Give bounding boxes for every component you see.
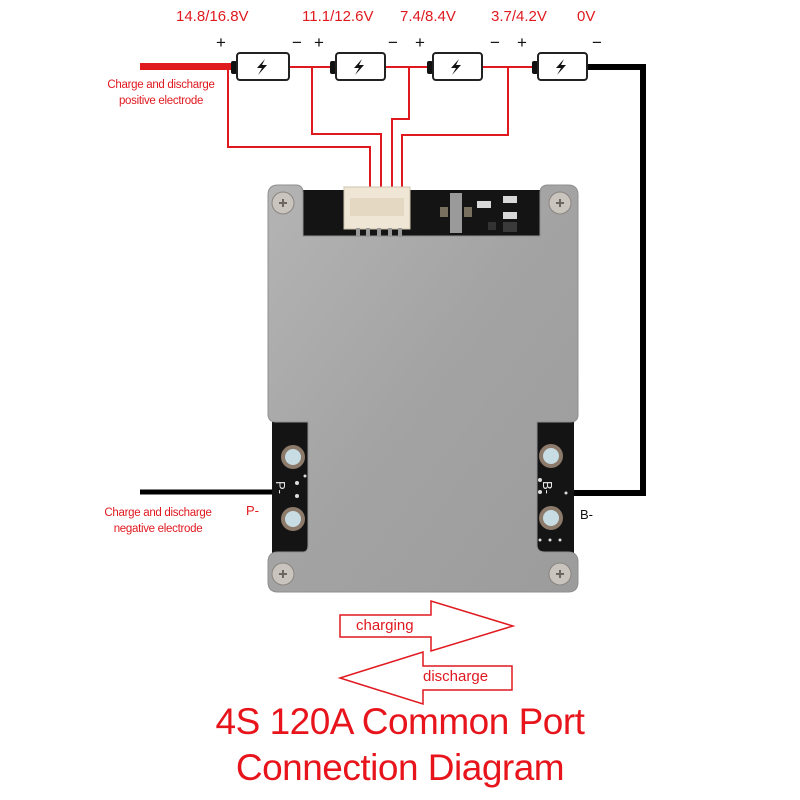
- cell-2-plus: +: [314, 33, 324, 52]
- battery-cell-3: [427, 52, 483, 81]
- diagram-title-line-1: 4S 120A Common Port: [215, 701, 585, 742]
- positive-lead-wire: [140, 63, 235, 70]
- negative-electrode-label: Charge and discharge negative electrode: [88, 505, 228, 537]
- screw-top-right: [548, 191, 572, 215]
- p-minus-terminal-pads: [281, 445, 305, 531]
- balance-wire-3: [391, 67, 410, 215]
- screw-bottom-left: [271, 562, 295, 586]
- negative-label-line-1: Charge and discharge: [104, 507, 212, 519]
- battery-cell-4: [532, 52, 588, 81]
- voltage-label-1: 14.8/16.8V: [176, 8, 249, 25]
- p-minus-port-label: P-: [246, 503, 259, 518]
- balance-wire-2: [311, 67, 382, 215]
- diagram-title-line-2: Connection Diagram: [235, 747, 565, 788]
- positive-label-line-1: Charge and discharge: [107, 79, 215, 91]
- screw-bottom-right: [548, 562, 572, 586]
- cell-3-minus: −: [490, 33, 500, 52]
- positive-electrode-label: Charge and discharge positive electrode: [88, 77, 234, 109]
- cell-2-minus: −: [388, 33, 398, 52]
- screw-top-left: [271, 191, 295, 215]
- balance-wire-1: [227, 70, 371, 215]
- battery-cell-1: [231, 52, 290, 81]
- discharge-label: discharge: [423, 668, 489, 685]
- discharge-arrow: [337, 650, 513, 706]
- cell-4-plus: +: [517, 33, 527, 52]
- voltage-label-4: 3.7/4.2V: [491, 8, 547, 25]
- bms-board: [267, 184, 579, 593]
- b-minus-wire: [572, 64, 646, 496]
- balance-wire-4: [401, 67, 509, 215]
- balance-connector: [343, 186, 411, 237]
- voltage-label-2: 11.1/12.6V: [302, 8, 374, 25]
- b-minus-terminal-pads: [539, 444, 563, 530]
- cell-3-plus: +: [415, 33, 425, 52]
- charging-label: charging: [356, 617, 414, 634]
- charging-arrow: [339, 599, 516, 653]
- positive-label-line-2: positive electrode: [118, 95, 204, 107]
- pcb-b-minus-silk: B-: [540, 481, 555, 494]
- voltage-label-3: 7.4/8.4V: [400, 8, 456, 25]
- cell-1-plus: +: [216, 33, 226, 52]
- negative-label-line-2: negative electrode: [113, 523, 203, 535]
- b-minus-port-label: B-: [580, 507, 593, 522]
- battery-cell-2: [330, 52, 386, 81]
- voltage-label-5: 0V: [577, 8, 596, 25]
- cell-4-minus: −: [592, 33, 602, 52]
- pcb-p-minus-silk: P-: [273, 481, 288, 494]
- cell-1-minus: −: [292, 33, 302, 52]
